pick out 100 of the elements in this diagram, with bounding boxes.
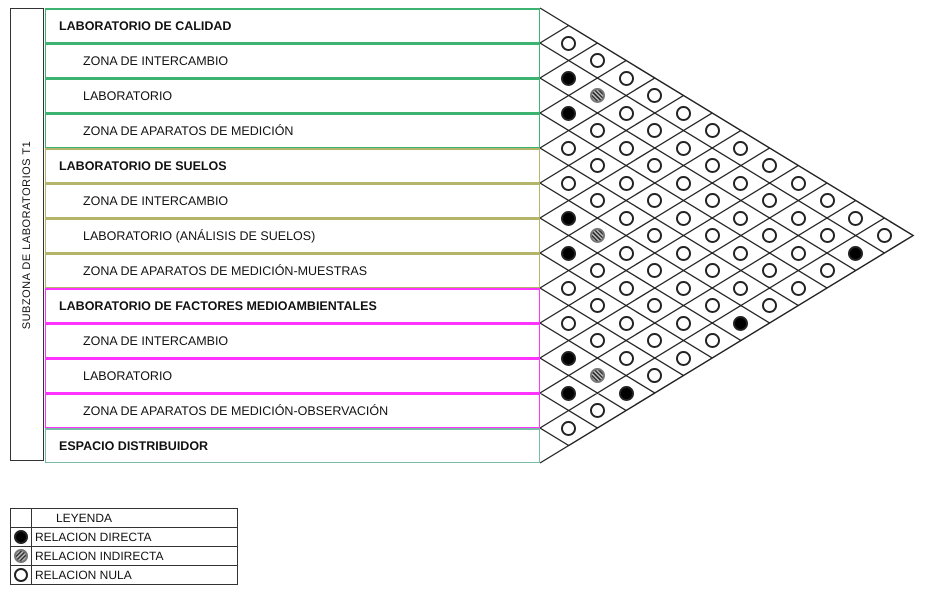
filled-dot [733,316,748,330]
filled-dot [561,350,576,366]
open-circle [762,228,778,243]
legend-title: LEYENDA [55,510,112,527]
open-circle [618,176,634,190]
zone-name: LABORATORIO DE FACTORES MEDIOAMBIENTALES [59,299,377,313]
filled-dot [561,210,576,226]
open-circle [647,158,662,173]
hatched-circle [590,228,605,243]
zone-name: LABORATORIO (ANÁLISIS DE SUELOS) [83,229,316,243]
open-circle [820,193,834,208]
open-circle [790,210,806,226]
zone-row [45,113,540,148]
zone-row [45,288,540,323]
open-circle [762,193,778,208]
zone-row [45,183,540,218]
filled-dot [848,246,864,260]
open-circle [676,176,691,190]
open-circle [618,316,634,330]
zone-name: LABORATORIO DE CALIDAD [59,19,232,33]
open-circle [704,298,720,313]
hatched-circle [590,88,605,103]
open-circle [704,333,720,348]
zone-name: LABORATORIO DE SUELOS [59,159,227,173]
open-circle [733,210,748,226]
zone-row [45,323,540,358]
open-circle [590,263,605,278]
legend-text: RELACION NULA [34,567,132,584]
open-circle [590,158,605,173]
open-circle [590,298,605,313]
open-circle [762,298,778,313]
open-circle [676,246,691,260]
open-circle [733,246,748,260]
open-circle [676,106,691,120]
open-circle [618,280,634,296]
zone-name: LABORATORIO [83,369,172,383]
filled-dot [561,386,576,400]
filled-dot [561,246,576,260]
open-circle [590,193,605,208]
zone-row [45,253,540,288]
open-circle [820,228,834,243]
open-circle [848,210,864,226]
open-circle [647,368,662,383]
open-circle [876,228,892,243]
open-circle [820,263,834,278]
open-circle [704,193,720,208]
open-circle [676,350,691,366]
open-circle [647,193,662,208]
zone-row [45,43,540,78]
open-circle [618,106,634,120]
open-circle [647,123,662,138]
hatched-circle [590,368,605,383]
open-circle [590,333,605,348]
zone-name: ZONA DE INTERCAMBIO [83,334,228,348]
open-circle [790,176,806,190]
open-circle [762,158,778,173]
open-circle [561,316,576,330]
open-circle [590,53,605,68]
zone-name: ZONA DE APARATOS DE MEDICIÓN-MUESTRAS [83,264,368,278]
open-circle [590,403,605,418]
vertical-group-box [10,8,44,461]
group-label: SUBZONA DE LABORATORIOS T1 [21,140,33,329]
legend-text: RELACION DIRECTA [34,529,152,546]
zone-row [45,218,540,253]
filled-dot [618,386,634,400]
open-circle [618,70,634,86]
zone-name: LABORATORIO [83,89,172,103]
open-circle [647,333,662,348]
open-circle [561,280,576,296]
zone-name: ZONA DE INTERCAMBIO [83,54,228,68]
open-circle [647,263,662,278]
open-circle [676,280,691,296]
open-circle [704,263,720,278]
zone-name: ZONA DE INTERCAMBIO [83,194,228,208]
open-circle [790,246,806,260]
zone-name: ZONA DE APARATOS DE MEDICIÓN [83,124,294,138]
zone-row [45,148,540,183]
open-circle [561,140,576,156]
open-circle [618,246,634,260]
open-circle [647,228,662,243]
open-circle [733,176,748,190]
open-circle [676,316,691,330]
open-circle [618,350,634,366]
open-circle [733,140,748,156]
zone-name: ZONA DE APARATOS DE MEDICIÓN-OBSERVACIÓN [83,404,388,418]
filled-dot [561,106,576,120]
open-circle [733,280,748,296]
open-circle [647,88,662,103]
open-circle [790,280,806,296]
zone-row [45,358,540,393]
filled-dot [561,70,576,86]
legend-text: RELACION INDIRECTA [34,548,164,565]
open-circle [704,228,720,243]
open-circle [704,158,720,173]
open-circle [561,36,576,50]
zone-row [45,78,540,113]
open-circle [704,123,720,138]
open-circle [618,140,634,156]
open-circle [561,420,576,436]
open-circle [561,176,576,190]
